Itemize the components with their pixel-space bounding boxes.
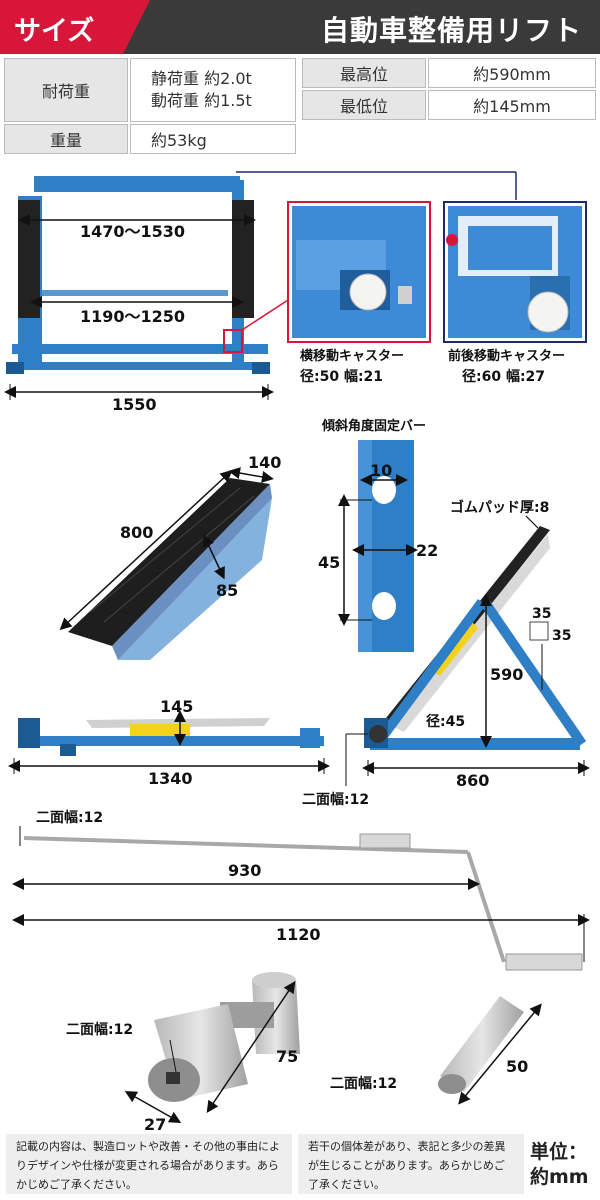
adapter-across-flats: 二面幅:12: [330, 1075, 397, 1092]
spec-max-height-value: 約590mm: [428, 58, 596, 88]
front-view-lowered: [18, 718, 324, 756]
rubber-pad-right: [232, 200, 254, 318]
rubber-pad-iso: [68, 478, 272, 660]
dim-adapter-length: 50: [506, 1057, 528, 1076]
front-caster-label: 前後移動キャスター: [448, 348, 565, 364]
dim-bar-diameter: 22: [416, 541, 438, 560]
dim-handle-total: 1120: [276, 925, 321, 944]
crank-handle: [23, 833, 583, 971]
dim-inner-lower: 1190～1250: [80, 307, 185, 326]
spec-weight-value: 約53kg: [130, 124, 296, 154]
side-caster-label: 横移動キャスター: [300, 348, 404, 364]
spec-dynamic-load: 動荷重 約1.5t: [151, 91, 252, 110]
unit-line2: 約mm: [530, 1166, 589, 1188]
page-title: 自動車整備用リフト: [320, 14, 582, 47]
dim-pad-length: 800: [120, 523, 153, 542]
spec-load-label: 耐荷重: [4, 58, 128, 122]
dim-max-height: 590: [490, 665, 523, 684]
dim-bar-pitch: 45: [318, 553, 340, 572]
size-tag: [0, 0, 150, 54]
bar-title: 傾斜角度固定バー: [321, 418, 426, 434]
top-view-frame: [6, 171, 517, 374]
spec-load-value: 静荷重 約2.0t 動荷重 約1.5t: [130, 58, 296, 122]
dim-handle-inner: 930: [228, 861, 261, 880]
dim-front-length: 1340: [148, 769, 193, 788]
note-right: 若干の個体差があり、表記と多少の差異が生じることがあります。あらかじめご了承くだ…: [298, 1134, 524, 1194]
page-header: サイズ 自動車整備用リフト: [0, 0, 600, 54]
front-caster-size: 径:60 幅:27: [462, 368, 545, 385]
unit-label: 単位： 約mm: [530, 1140, 596, 1190]
dim-inner-upper: 1470～1530: [80, 222, 185, 241]
spec-min-height-value: 約145mm: [428, 90, 596, 120]
universal-joint: [148, 972, 300, 1102]
unit-line1: 単位：: [530, 1141, 588, 1163]
side-caster-size: 径:50 幅:21: [300, 368, 383, 385]
joint-across-flats: 二面幅:12: [66, 1021, 133, 1038]
note-left: 記載の内容は、製造ロットや改善・その他の事由によりデザインや仕様が変更される場合…: [6, 1134, 292, 1194]
side-caster-detail: [287, 201, 431, 343]
dim-square-b: 35: [552, 628, 571, 644]
dim-min-height: 145: [160, 697, 193, 716]
handle-across-flats: 二面幅:12: [36, 809, 103, 826]
spec-weight-label: 重量: [4, 124, 128, 154]
hex-adapter: [438, 996, 524, 1094]
dim-pad-depth: 85: [216, 581, 238, 600]
side-across-flats: 二面幅:12: [302, 791, 369, 808]
dim-bar-hole: 10: [370, 461, 392, 480]
front-caster-detail: [443, 201, 587, 343]
dim-pipe-diameter: 径:45: [426, 713, 465, 730]
dim-joint-diameter: 27: [144, 1115, 166, 1130]
dim-rubber-thickness: ゴムパッド厚:8: [450, 499, 549, 516]
spec-max-height-label: 最高位: [302, 58, 426, 88]
spec-min-height-label: 最低位: [302, 90, 426, 120]
dim-total-width: 1550: [112, 395, 157, 414]
side-view-raised: [364, 526, 587, 750]
rubber-pad-left: [18, 200, 40, 318]
dim-square-a: 35: [532, 606, 551, 622]
square-section-icon: [529, 621, 549, 641]
dim-side-length: 860: [456, 771, 489, 790]
lift-diagrams: 1470～1530 1190～1250 1550 横移動キャスター 径:50 幅…: [4, 171, 590, 1130]
dim-joint-length: 75: [276, 1047, 298, 1066]
size-tag-label: サイズ: [14, 16, 95, 47]
dim-pad-width: 140: [248, 453, 281, 472]
spec-static-load: 静荷重 約2.0t: [151, 69, 252, 88]
